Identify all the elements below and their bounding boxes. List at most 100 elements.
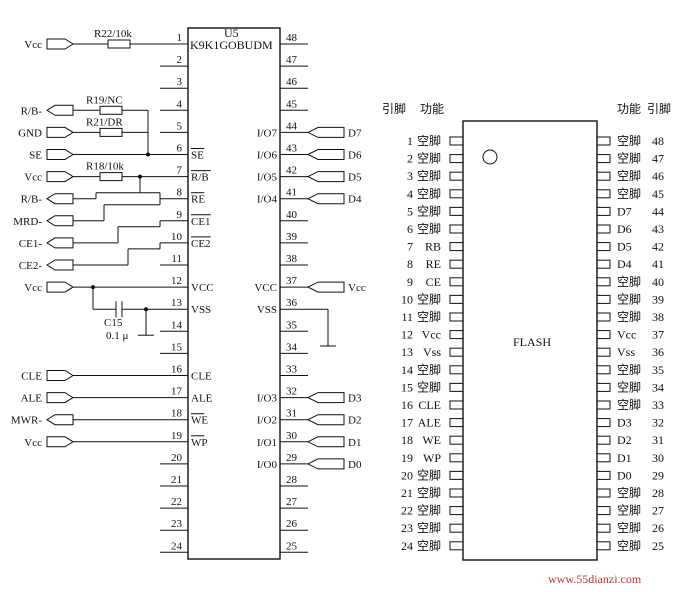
- u5-left-pin-number: 8: [177, 187, 183, 199]
- flash-left-pin-stub: [449, 418, 464, 428]
- flash-left-pin-number: 6: [407, 222, 413, 236]
- chip-ref-label: U5: [224, 26, 239, 40]
- data-signal-label: D2: [348, 415, 361, 427]
- header-right-fn: 功能: [617, 102, 641, 116]
- flash-left-pin-stub: [449, 453, 464, 463]
- flash-right-pin-function: D1: [617, 451, 632, 465]
- flash-left-pin-number: 4: [407, 187, 413, 201]
- signal-output-arrow: [46, 104, 74, 116]
- flash-left-pin-function: WE: [422, 433, 441, 447]
- u5-left-pin-function: VSS: [191, 304, 211, 316]
- flash-right-pin-function: 空脚: [617, 503, 641, 518]
- u5-right-pin-number: 29: [286, 452, 298, 464]
- data-signal-label: D1: [348, 437, 361, 449]
- flash-right-pin-number: 28: [652, 486, 664, 500]
- flash-left-pin-function: 空脚: [417, 133, 441, 148]
- flash-right-pin-function: 空脚: [617, 168, 641, 183]
- flash-left-pin-number: 21: [401, 486, 413, 500]
- left-signal-label: ALE: [21, 393, 43, 405]
- u5-right-pin-number: 31: [286, 408, 297, 420]
- u5-right-pin-function: I/O0: [257, 459, 278, 471]
- flash-left-pin-number: 20: [401, 468, 413, 482]
- flash-right-pin-number: 35: [652, 363, 664, 377]
- flash-right-pin-number: 32: [652, 416, 664, 430]
- u5-left-pin-function: CE2: [191, 238, 211, 250]
- flash-left-pin-stub: [449, 523, 464, 533]
- flash-left-pin-stub: [449, 330, 464, 340]
- flash-right-pin-stub: [596, 277, 611, 287]
- signal-input-arrow: [306, 414, 345, 426]
- u5-left-pin-number: 15: [171, 341, 183, 353]
- flash-right-pin-stub: [596, 242, 611, 252]
- flash-right-pin-stub: [596, 189, 611, 199]
- flash-left-pin-function: WP: [423, 451, 441, 465]
- signal-input-arrow: [306, 392, 345, 404]
- flash-right-pin-stub: [596, 136, 611, 146]
- flash-left-pin-stub: [449, 171, 464, 181]
- flash-left-pin-number: 13: [401, 345, 413, 359]
- flash-right-pin-number: 31: [652, 433, 664, 447]
- resistor-label: R22/10k: [94, 28, 132, 40]
- flash-right-pin-function: D7: [617, 204, 632, 218]
- u5-right-pin-number: 47: [286, 54, 298, 66]
- flash-left-pin-number: 23: [401, 521, 413, 535]
- flash-right-pin-number: 45: [652, 187, 664, 201]
- flash-left-pin-number: 22: [401, 504, 413, 518]
- signal-input-arrow: [46, 171, 74, 183]
- flash-left-pin-function: 空脚: [417, 203, 441, 218]
- u5-left-pin-function: R/B: [191, 172, 209, 184]
- flash-right-pin-function: 空脚: [617, 520, 641, 535]
- flash-right-pin-function: 空脚: [617, 274, 641, 289]
- resistor-label: R18/10k: [86, 161, 124, 173]
- u5-right-pin-number: 37: [286, 275, 298, 287]
- flash-left-pin-number: 14: [401, 363, 413, 377]
- u5-left-pin-number: 13: [171, 297, 183, 309]
- capacitor-label: C15: [104, 317, 123, 329]
- flash-left-pin-stub: [449, 277, 464, 287]
- u5-right-pin-number: 27: [286, 496, 298, 508]
- dynamic-layer: 123456SE7R/B8RE9CE110CE21112VCC13VSS1415…: [11, 28, 664, 553]
- u5-left-pin-number: 2: [177, 54, 183, 66]
- u5-left-pin-number: 21: [171, 474, 182, 486]
- left-signal-label: Vcc: [24, 437, 42, 449]
- left-signal-label: GND: [18, 127, 42, 139]
- flash-left-pin-stub: [449, 189, 464, 199]
- u5-right-pin-function: VCC: [254, 282, 277, 294]
- signal-input-arrow: [306, 281, 345, 293]
- resistor-body: [99, 105, 123, 115]
- flash-left-pin-function: 空脚: [417, 362, 441, 377]
- flash-right-pin-number: 36: [652, 345, 664, 359]
- flash-left-pin-number: 17: [401, 416, 413, 430]
- flash-left-pin-function: 空脚: [417, 538, 441, 553]
- u5-right-pin-number: 32: [286, 386, 297, 398]
- flash-right-pin-function: D3: [617, 416, 632, 430]
- flash-left-pin-function: Vss: [423, 345, 441, 359]
- signal-input-arrow: [46, 149, 74, 160]
- left-signal-label: Vcc: [24, 172, 42, 184]
- u5-right-pin-number: 41: [286, 187, 297, 199]
- resistor-label: R21/DR: [86, 116, 123, 128]
- flash-right-pin-number: 27: [652, 504, 664, 518]
- flash-left-pin-number: 18: [401, 433, 413, 447]
- flash-left-pin-function: 空脚: [417, 309, 441, 324]
- u5-left-pin-number: 19: [171, 430, 183, 442]
- u5-left-pin-function: ALE: [191, 393, 213, 405]
- chip-part-label: K9K1GOBUDM: [190, 38, 273, 52]
- flash-left-pin-number: 8: [407, 257, 413, 271]
- flash-left-pin-function: ALE: [418, 416, 441, 430]
- flash-chip-body: [462, 120, 598, 561]
- u5-right-pin-number: 35: [286, 319, 298, 331]
- data-signal-label: D4: [348, 194, 362, 206]
- flash-left-pin-stub: [449, 541, 464, 551]
- u5-left-pin-number: 6: [177, 143, 183, 155]
- signal-output-arrow: [46, 414, 74, 426]
- flash-right-pin-number: 39: [652, 292, 664, 306]
- signal-input-arrow: [306, 193, 345, 205]
- flash-right-pin-number: 38: [652, 310, 664, 324]
- flash-right-pin-function: 空脚: [617, 151, 641, 166]
- u5-right-pin-number: 36: [286, 297, 298, 309]
- flash-left-pin-function: RB: [425, 240, 441, 254]
- u5-left-pin-number: 14: [171, 319, 183, 331]
- u5-left-pin-number: 20: [171, 452, 183, 464]
